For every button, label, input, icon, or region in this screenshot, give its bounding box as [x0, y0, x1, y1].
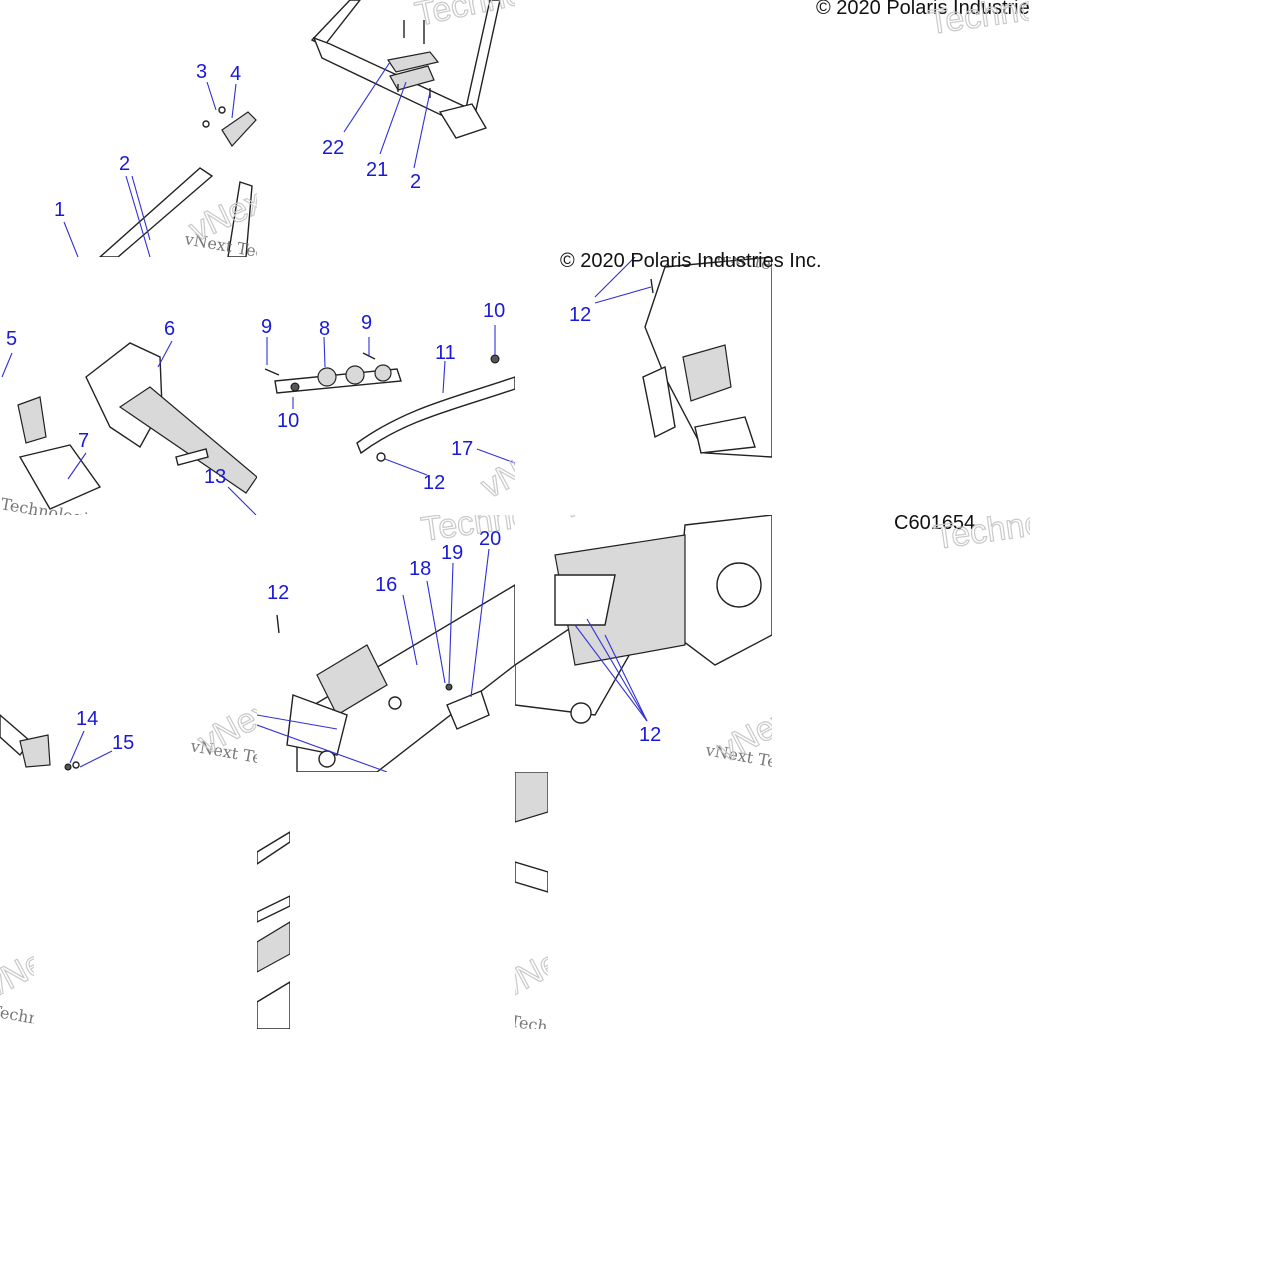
copyright-text: © 2020 Polaris Industries Inc. [816, 0, 1029, 19]
callout-13: 13 [204, 466, 226, 488]
tile-front-frame-top: 22 21 2 Technologies [300, 0, 515, 257]
tile-copyright-b: © 2020 Polaris Industries Inc. [560, 245, 860, 275]
watermark-brand-i: vNext [0, 930, 34, 1005]
tile-floor-frame: 12 16 18 19 20 Technologies [257, 515, 515, 772]
callout-22: 22 [322, 137, 344, 159]
callout-20: 20 [479, 528, 501, 550]
tile-strip-right: vNext Technologies [515, 772, 548, 1029]
watermark-sub-b: Technologies [926, 0, 1029, 40]
callout-8: 8 [319, 318, 330, 340]
callout-18: 18 [409, 558, 431, 580]
tile-side-brackets: 6 5 7 13 Technologies [0, 257, 257, 515]
tile-figure-code: C601654 Technologies [880, 505, 1030, 555]
callout-17: 17 [451, 438, 473, 460]
tile-lower-tube: 14 15 vNext Technologies vNext [0, 515, 257, 772]
callout-10b: 10 [277, 410, 299, 432]
tile-front-frame-side: 12 vNext Technologies [515, 257, 772, 515]
callout-21: 21 [366, 159, 388, 181]
callout-12b: 12 [569, 304, 591, 326]
watermark-small-k: Technologies [515, 1011, 548, 1029]
callout-6: 6 [164, 318, 175, 340]
tile-frame-tube: 3 4 2 1 vNext Technologies vNext [0, 0, 257, 257]
tile-strip-mid [257, 772, 290, 1029]
watermark-sub: Technologies [412, 0, 515, 34]
callout-5: 5 [6, 328, 17, 350]
callout-4: 4 [230, 63, 241, 85]
callout-9b: 9 [361, 312, 372, 334]
tile-strip-left: vNext Technologies [0, 772, 34, 1029]
callout-12d: 12 [639, 724, 661, 746]
callout-14: 14 [76, 708, 98, 730]
callout-10a: 10 [483, 300, 505, 322]
callout-11: 11 [435, 342, 456, 364]
tile-copyright: © 2020 Polaris Industries Inc. Technolog… [772, 0, 1029, 40]
callout-2: 2 [119, 153, 130, 175]
callout-12a: 12 [423, 472, 445, 494]
callout-15: 15 [112, 732, 134, 754]
watermark-brand-d: vNext [475, 431, 515, 506]
tile-front-end-frame: 12 Technologies vNext Technologies vNext [515, 515, 772, 772]
callout-9a: 9 [261, 316, 272, 338]
watermark-brand-k: vNext [515, 930, 548, 1005]
callout-2b: 2 [410, 171, 421, 193]
figure-code: C601654 [894, 512, 975, 534]
callout-3: 3 [196, 61, 207, 83]
copyright-text-b: © 2020 Polaris Industries Inc. [560, 250, 822, 272]
callout-1: 1 [54, 199, 65, 221]
callout-19: 19 [441, 542, 463, 564]
tile-tie-rods: 8 9 9 10 11 10 17 12 vNext [257, 257, 515, 515]
watermark-small-i: Technologies [0, 1001, 34, 1029]
callout-16: 16 [375, 574, 397, 596]
callout-12c: 12 [267, 582, 289, 604]
callout-7: 7 [78, 430, 89, 452]
